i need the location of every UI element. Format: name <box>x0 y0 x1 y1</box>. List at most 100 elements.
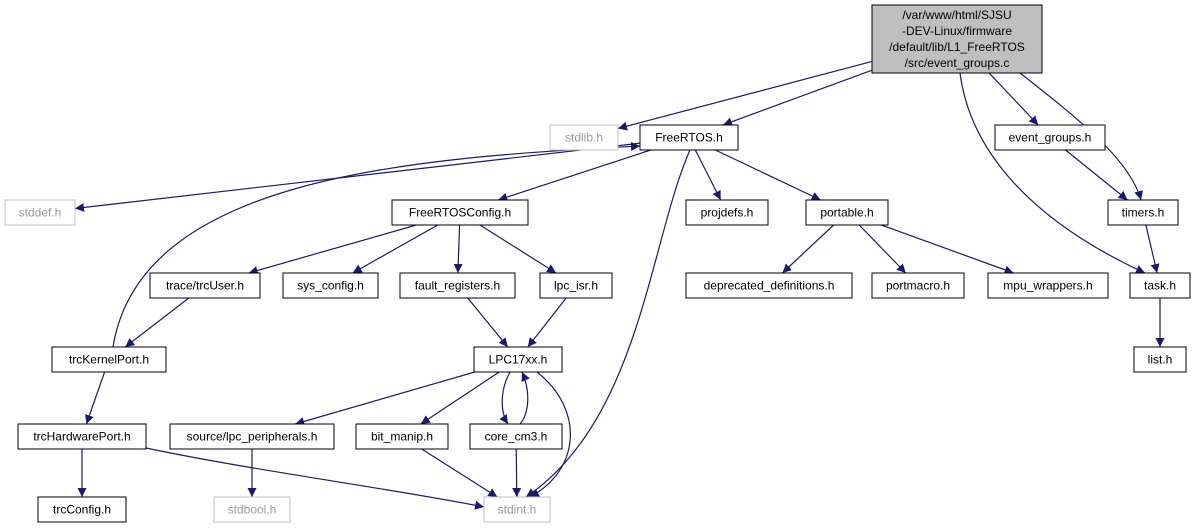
node-label: core_cm3.h <box>485 430 548 444</box>
edge-root-to-stdlib <box>617 60 873 131</box>
node-stdbool: stdbool.h <box>213 496 291 523</box>
edge-trchardwareport-to-stdint <box>145 447 485 510</box>
node-fault_registers[interactable]: fault_registers.h <box>399 272 516 299</box>
edge-freertosconfig-to-trcuser <box>248 224 417 275</box>
node-label: /src/event_groups.c <box>905 56 1010 70</box>
node-lpc_isr[interactable]: lpc_isr.h <box>539 272 613 299</box>
edge-root-to-event_groups <box>988 72 1039 126</box>
edge-lpc17xx-to-stdint <box>529 371 571 498</box>
node-box <box>213 496 291 523</box>
node-label: fault_registers.h <box>415 279 500 293</box>
node-label: portmacro.h <box>886 279 950 293</box>
node-label: /var/www/html/SJSU <box>902 8 1011 22</box>
node-portmacro[interactable]: portmacro.h <box>871 272 965 299</box>
edge-freertosconfig-to-lpc_isr <box>479 224 557 274</box>
node-bit_manip[interactable]: bit_manip.h <box>355 423 449 450</box>
edge-portable-to-mpu_wrappers <box>881 224 1014 275</box>
node-label: LPC17xx.h <box>489 353 548 367</box>
edge-freertos-to-stddef <box>74 142 641 212</box>
node-box <box>987 272 1109 299</box>
node-label: bit_manip.h <box>371 430 433 444</box>
node-box <box>282 272 379 299</box>
node-label: projdefs.h <box>701 206 754 220</box>
node-deprecated[interactable]: deprecated_definitions.h <box>685 272 853 299</box>
edge-trckernelport-to-freertos <box>112 141 641 348</box>
edge-fault_registers-to-lpc17xx <box>467 297 509 348</box>
node-label: FreeRTOS.h <box>655 131 723 145</box>
node-box <box>4 199 76 226</box>
node-box <box>1133 346 1187 373</box>
node-trcuser[interactable]: trace/trcUser.h <box>149 272 261 299</box>
node-label: deprecated_definitions.h <box>704 279 835 293</box>
node-sys_config[interactable]: sys_config.h <box>282 272 379 299</box>
edge-lpc17xx-to-bit_manip <box>420 371 500 425</box>
node-trckernelport[interactable]: trcKernelPort.h <box>51 346 167 373</box>
node-box <box>399 272 516 299</box>
node-trcconfig[interactable]: trcConfig.h <box>37 496 127 523</box>
node-stdint: stdint.h <box>483 496 551 523</box>
node-label: portable.h <box>820 206 873 220</box>
edge-freertos-to-freertosconfig <box>498 149 651 202</box>
node-label: /default/lib/L1_FreeRTOS <box>889 40 1025 54</box>
edge-freertosconfig-to-fault_registers <box>453 224 463 274</box>
node-trchardwareport[interactable]: trcHardwarePort.h <box>17 423 147 450</box>
edge-lpc17xx-to-core_cm3 <box>499 371 511 425</box>
node-label: source/lpc_peripherals.h <box>187 430 318 444</box>
edge-freertos-to-stdint <box>525 149 691 498</box>
node-label: stdlib.h <box>565 131 603 145</box>
node-box <box>149 272 261 299</box>
node-root[interactable]: /var/www/html/SJSU -DEV-Linux/firmware/de… <box>871 4 1043 74</box>
node-label: -DEV-Linux/firmware <box>902 24 1012 38</box>
node-label: trcHardwarePort.h <box>33 430 130 444</box>
node-list[interactable]: list.h <box>1133 346 1187 373</box>
edges-layer <box>74 60 1165 510</box>
node-box <box>1107 199 1179 226</box>
edge-lpc17xx-to-lpc_peripherals <box>295 371 475 426</box>
node-freertos[interactable]: FreeRTOS.h <box>639 124 739 151</box>
node-timers[interactable]: timers.h <box>1107 199 1179 226</box>
node-projdefs[interactable]: projdefs.h <box>685 199 769 226</box>
node-box <box>994 124 1106 151</box>
node-label: task.h <box>1144 279 1176 293</box>
node-label: trace/trcUser.h <box>166 279 244 293</box>
edge-trcuser-to-trckernelport <box>124 297 190 348</box>
node-portable[interactable]: portable.h <box>805 199 889 226</box>
node-core_cm3[interactable]: core_cm3.h <box>469 423 563 450</box>
node-label: trcConfig.h <box>53 503 111 517</box>
node-box <box>539 272 613 299</box>
node-box <box>871 4 1043 74</box>
edge-freertos-to-portable <box>715 149 821 201</box>
node-stdlib: stdlib.h <box>549 124 619 151</box>
node-box <box>483 496 551 523</box>
node-mpu_wrappers[interactable]: mpu_wrappers.h <box>987 272 1109 299</box>
node-box <box>549 124 619 151</box>
node-lpc17xx[interactable]: LPC17xx.h <box>473 346 563 373</box>
node-label: stdbool.h <box>228 503 277 517</box>
node-label: mpu_wrappers.h <box>1003 279 1092 293</box>
node-label: sys_config.h <box>297 279 364 293</box>
edge-portable-to-deprecated <box>781 224 835 274</box>
node-box <box>1129 272 1191 299</box>
node-box <box>391 199 529 226</box>
node-box <box>17 423 147 450</box>
node-box <box>805 199 889 226</box>
node-freertosconfig[interactable]: FreeRTOSConfig.h <box>391 199 529 226</box>
edge-core_cm3-to-lpc17xx <box>519 371 530 425</box>
node-event_groups[interactable]: event_groups.h <box>994 124 1106 151</box>
edge-bit_manip-to-stdint <box>421 448 498 498</box>
nodes-layer: /var/www/html/SJSU -DEV-Linux/firmware/de… <box>4 4 1191 523</box>
node-box <box>355 423 449 450</box>
node-lpc_peripherals[interactable]: source/lpc_peripherals.h <box>169 423 335 450</box>
edge-lpc_isr-to-lpc17xx <box>527 297 567 348</box>
node-task[interactable]: task.h <box>1129 272 1191 299</box>
node-box <box>871 272 965 299</box>
node-label: list.h <box>1148 353 1173 367</box>
edge-event_groups-to-timers <box>1065 149 1128 201</box>
edge-freertosconfig-to-sys_config <box>352 224 439 274</box>
edge-trckernelport-to-trchardwareport <box>85 371 106 425</box>
edge-root-to-task <box>959 72 1146 274</box>
node-label: lpc_isr.h <box>554 279 598 293</box>
node-box <box>469 423 563 450</box>
node-box <box>37 496 127 523</box>
